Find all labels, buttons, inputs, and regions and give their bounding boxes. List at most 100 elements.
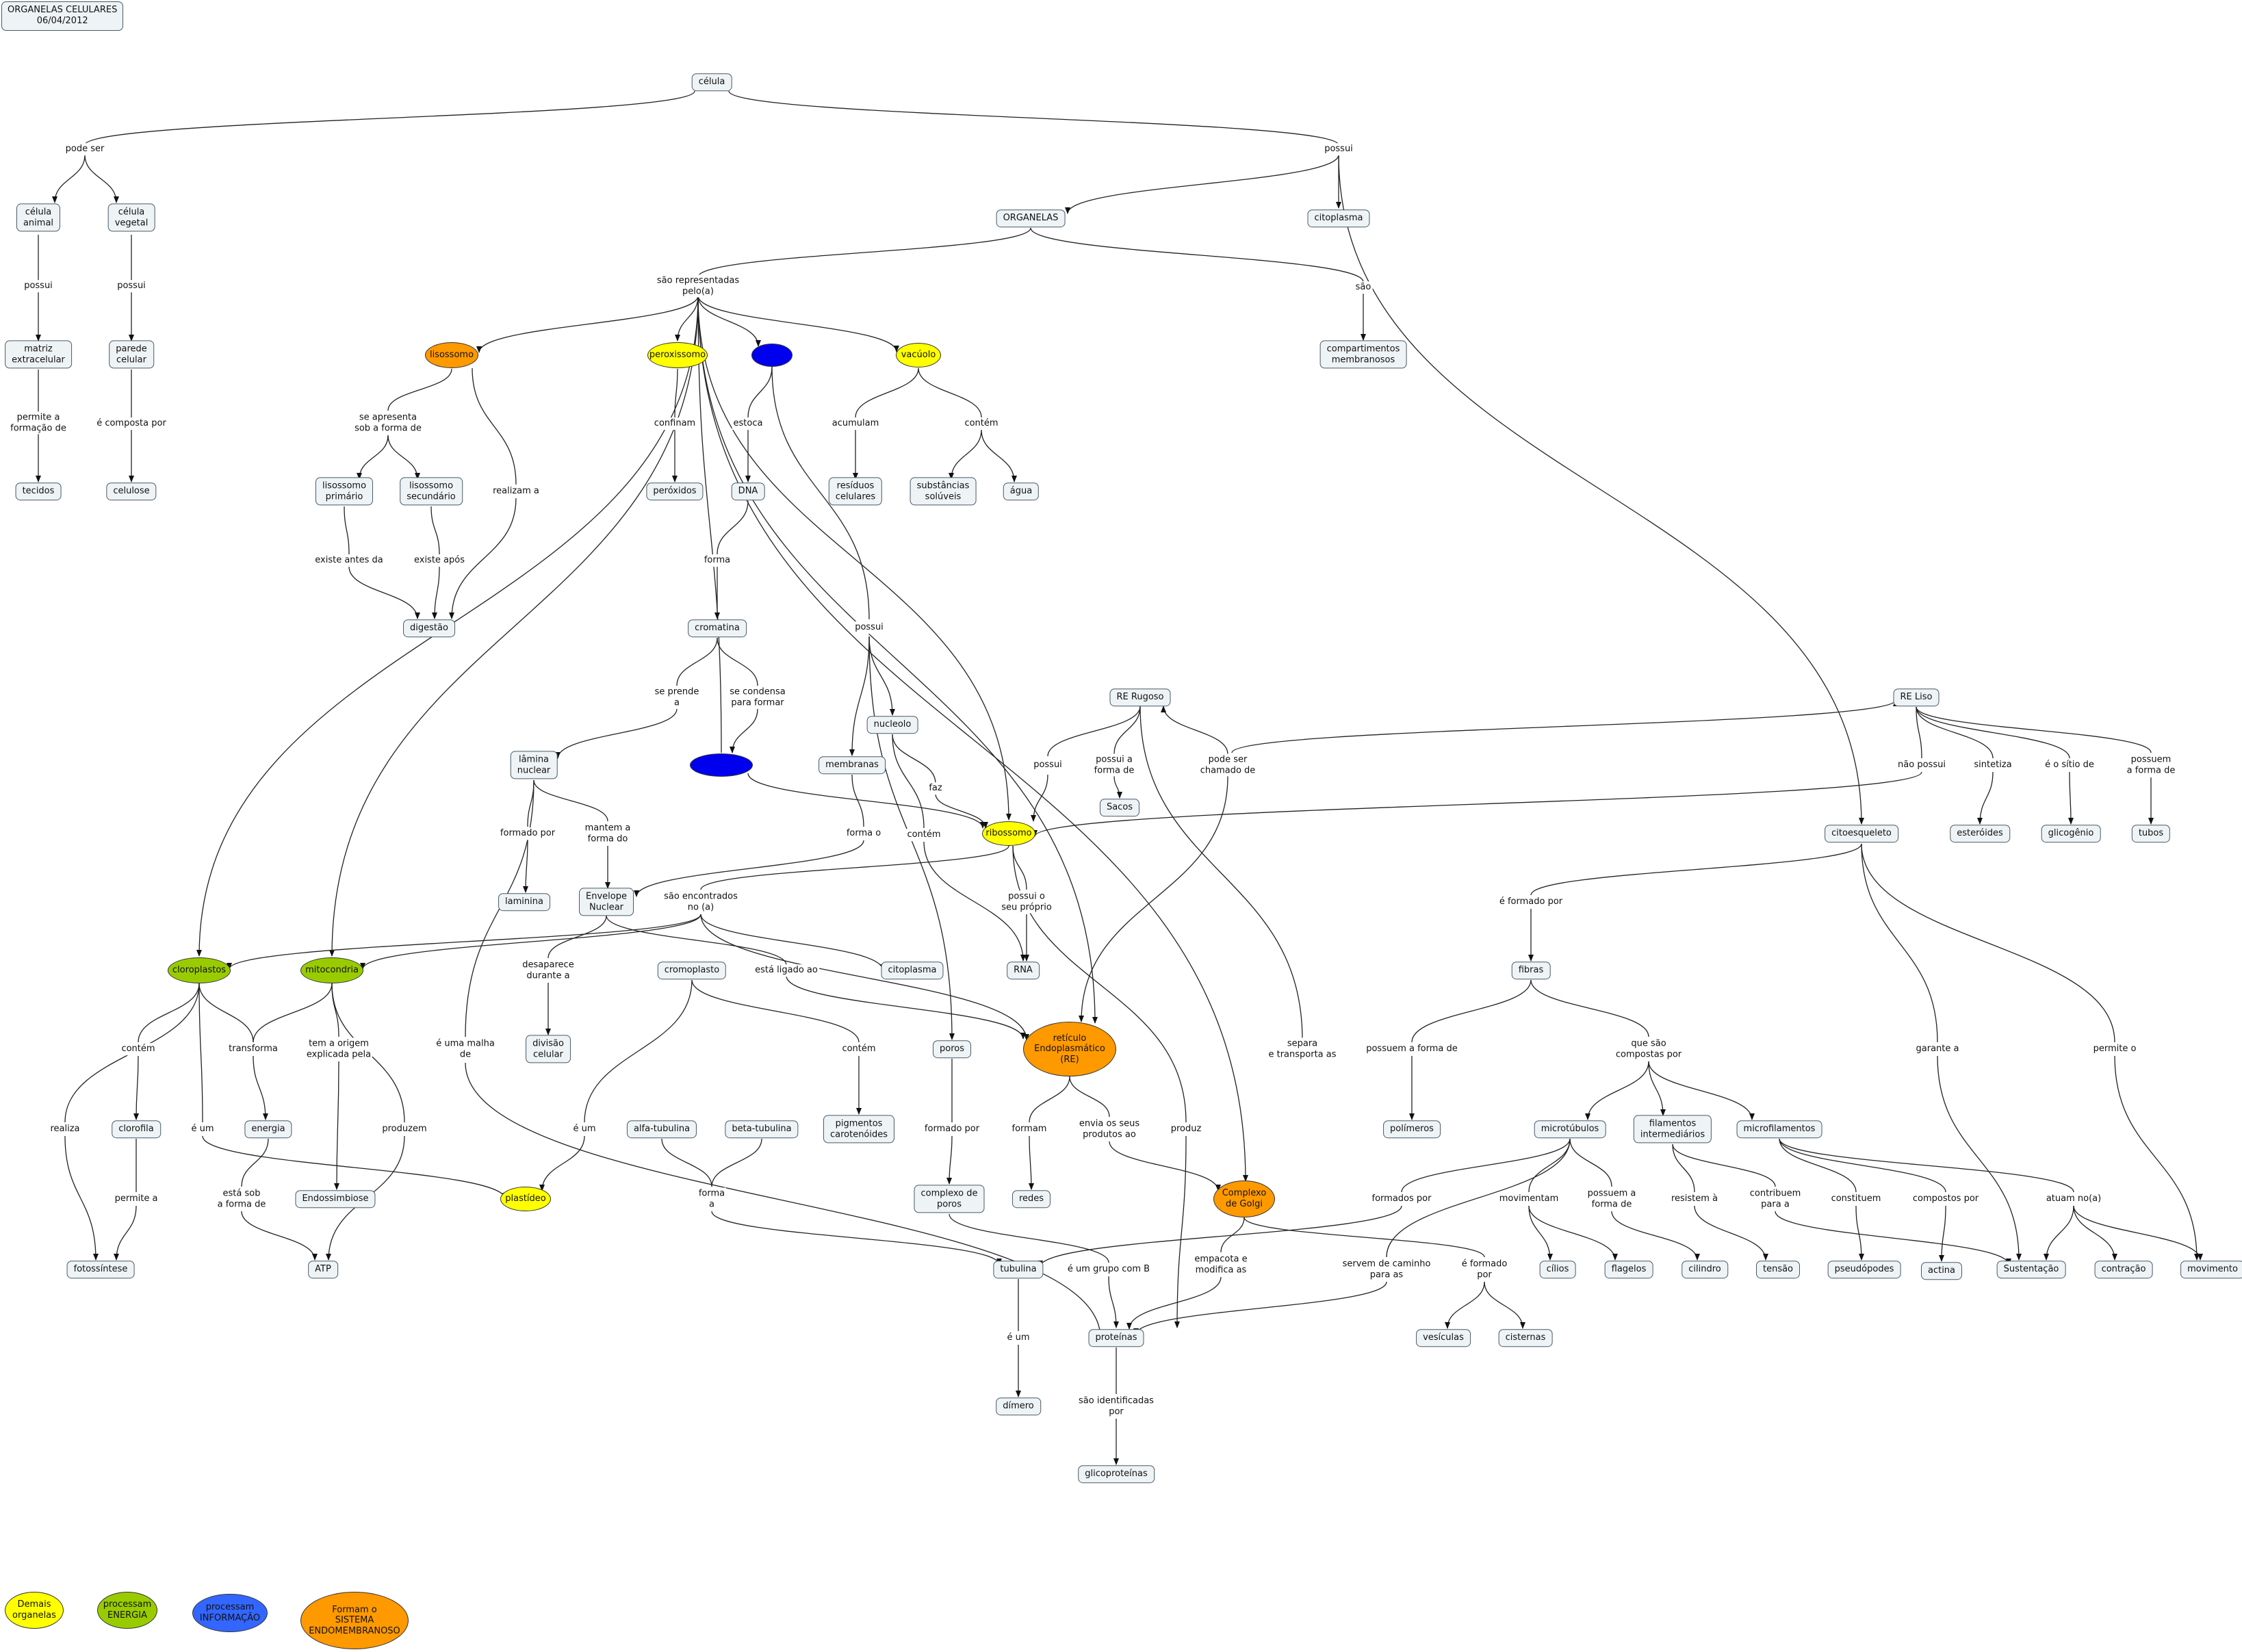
node-tubos[interactable]: tubos — [2131, 825, 2171, 842]
node-matriz-extracelular[interactable]: matriz extracelular — [5, 340, 72, 369]
node-vacuolo[interactable]: vacúolo — [896, 343, 941, 367]
node-lisossomo[interactable]: lisossomo — [425, 342, 478, 368]
node-cromoplasto[interactable]: cromoplasto — [657, 961, 727, 979]
node-esteroides[interactable]: esteróides — [1950, 825, 2010, 842]
node-pigmentos-carotenoides[interactable]: pigmentos carotenóides — [823, 1115, 895, 1144]
node-clorofila[interactable]: clorofila — [112, 1120, 161, 1138]
node-citoplasma-mid[interactable]: citoplasma — [881, 961, 944, 979]
node-actina[interactable]: actina — [1920, 1262, 1963, 1280]
node-celula-animal[interactable]: célula animal — [16, 203, 61, 232]
node-energia[interactable]: energia — [244, 1120, 292, 1138]
node-citoplasma[interactable]: citoplasma — [1307, 209, 1370, 227]
connector-line — [432, 566, 440, 619]
node-peroxissomo[interactable]: peroxissomo — [647, 342, 708, 368]
connector-line — [1069, 1076, 1110, 1118]
node-microfilamentos[interactable]: microfilamentos — [1736, 1120, 1822, 1138]
connector-line — [1126, 1276, 1222, 1330]
node-endossimbiose[interactable]: Endossimbiose — [295, 1190, 376, 1208]
node-parede-celular[interactable]: parede celular — [109, 340, 154, 369]
node-cilios[interactable]: cílios — [1539, 1261, 1576, 1278]
connector-line — [533, 779, 608, 822]
connector-line — [661, 1138, 712, 1187]
node-tecidos[interactable]: tecidos — [15, 482, 62, 500]
node-mitocondria[interactable]: mitocondria — [300, 957, 363, 983]
node-beta-tubulina[interactable]: beta-tubulina — [725, 1120, 799, 1138]
node-polimeros[interactable]: polímeros — [1383, 1120, 1441, 1138]
node-movimento[interactable]: movimento — [2180, 1261, 2242, 1278]
node-substancias-soluveis[interactable]: substâncias solúveis — [910, 477, 977, 506]
node-nucleo[interactable] — [751, 344, 793, 367]
node-celulose[interactable]: celulose — [106, 482, 157, 500]
node-lamina-nuclear[interactable]: lâmina nuclear — [510, 751, 558, 779]
node-proteinas[interactable]: proteínas — [1088, 1329, 1144, 1347]
node-redes[interactable]: redes — [1012, 1190, 1051, 1208]
node-reticulo-endoplasmatico[interactable]: retículo Endoplasmático (RE) — [1023, 1022, 1116, 1076]
node-glicogenio[interactable]: glicogênio — [2041, 825, 2101, 842]
node-atp[interactable]: ATP — [308, 1261, 338, 1278]
node-dimero[interactable]: dímero — [996, 1397, 1041, 1415]
node-celula-vegetal[interactable]: célula vegetal — [107, 203, 155, 232]
node-sacos[interactable]: Sacos — [1099, 799, 1140, 816]
node-re-rugoso[interactable]: RE Rugoso — [1109, 688, 1171, 706]
connector-line — [717, 637, 758, 686]
node-ribossomo[interactable]: ribossomo — [982, 821, 1035, 846]
node-dna[interactable]: DNA — [731, 482, 765, 500]
node-alfa-tubulina[interactable]: alfa-tubulina — [626, 1120, 697, 1138]
connector-line — [1338, 154, 1864, 825]
node-complexo-de-golgi[interactable]: Complexo de Golgi — [1213, 1180, 1275, 1217]
node-residuos-celulares[interactable]: resíduos celulares — [828, 477, 883, 506]
link-esta-ligado: está ligado ao — [753, 964, 819, 977]
node-fibras[interactable]: fibras — [1511, 961, 1551, 979]
connector-line — [539, 1135, 585, 1191]
connector-line — [697, 295, 1098, 1024]
connector-line — [331, 983, 339, 1037]
node-digestao[interactable]: digestão — [403, 619, 455, 637]
node-filamentos-intermediarios[interactable]: filamentos intermediários — [1633, 1115, 1712, 1144]
node-complexo-de-poros[interactable]: complexo de poros — [914, 1185, 985, 1213]
node-tubulina[interactable]: tubulina — [993, 1261, 1044, 1278]
node-vesiculas[interactable]: vesículas — [1416, 1329, 1471, 1347]
node-organelas[interactable]: ORGANELAS — [996, 209, 1066, 227]
node-microtubulos[interactable]: microtúbulos — [1534, 1120, 1606, 1138]
connector-line — [747, 366, 773, 418]
node-pseudopodes[interactable]: pseudópodes — [1827, 1261, 1901, 1278]
connector-line — [2044, 1205, 2074, 1261]
node-lisossomo-primario[interactable]: lisossomo primário — [315, 477, 374, 506]
link-nao-possui: não possui — [1896, 759, 1947, 771]
link-possui-rer: possui — [1032, 759, 1064, 771]
node-nucleolo[interactable]: nucleolo — [866, 716, 918, 734]
link-forma-dna: forma — [702, 554, 732, 567]
node-carioteca[interactable] — [690, 753, 753, 777]
node-celula[interactable]: célula — [691, 73, 732, 91]
node-cilindro[interactable]: cilindro — [1682, 1261, 1728, 1278]
connector-line — [253, 1055, 268, 1120]
node-sustentacao[interactable]: Sustentação — [1996, 1261, 2066, 1278]
node-poros[interactable]: poros — [933, 1040, 971, 1058]
node-membranas[interactable]: membranas — [819, 756, 886, 774]
node-citoesqueleto[interactable]: citoesqueleto — [1825, 825, 1898, 842]
node-envelope-nuclear[interactable]: Envelope Nuclear — [579, 888, 634, 916]
node-peroxidos[interactable]: peróxidos — [646, 482, 704, 500]
connector-line — [697, 295, 1012, 821]
node-laminina[interactable]: laminina — [498, 893, 550, 911]
node-plastideo[interactable]: plastídeo — [500, 1187, 551, 1211]
node-tensao[interactable]: tensão — [1755, 1261, 1801, 1278]
link-se-apresenta: se apresenta sob a forma de — [353, 411, 423, 435]
node-compartimentos-membranosos[interactable]: compartimentos membranosos — [1319, 340, 1407, 369]
node-flagelos[interactable]: flagelos — [1604, 1261, 1653, 1278]
node-contracao[interactable]: contração — [2094, 1261, 2153, 1278]
node-re-liso[interactable]: RE Liso — [1893, 688, 1940, 706]
node-cromatina[interactable]: cromatina — [688, 619, 747, 637]
connector-line — [1244, 1217, 1485, 1258]
node-rna[interactable]: RNA — [1007, 961, 1040, 979]
node-lisossomo-secundario[interactable]: lisossomo secundário — [400, 477, 463, 506]
node-divisao-celular[interactable]: divisão celular — [526, 1035, 571, 1063]
link-e-um-tubulina: é um — [1005, 1332, 1031, 1344]
node-glicoproteinas[interactable]: glicoproteínas — [1078, 1465, 1155, 1483]
node-cloroplastos[interactable]: cloroplastos — [168, 957, 231, 983]
node-cisternas[interactable]: cisternas — [1498, 1329, 1553, 1347]
connector-line — [747, 773, 985, 829]
node-agua[interactable]: água — [1003, 482, 1040, 500]
node-fotossintese[interactable]: fotossíntese — [66, 1261, 135, 1278]
